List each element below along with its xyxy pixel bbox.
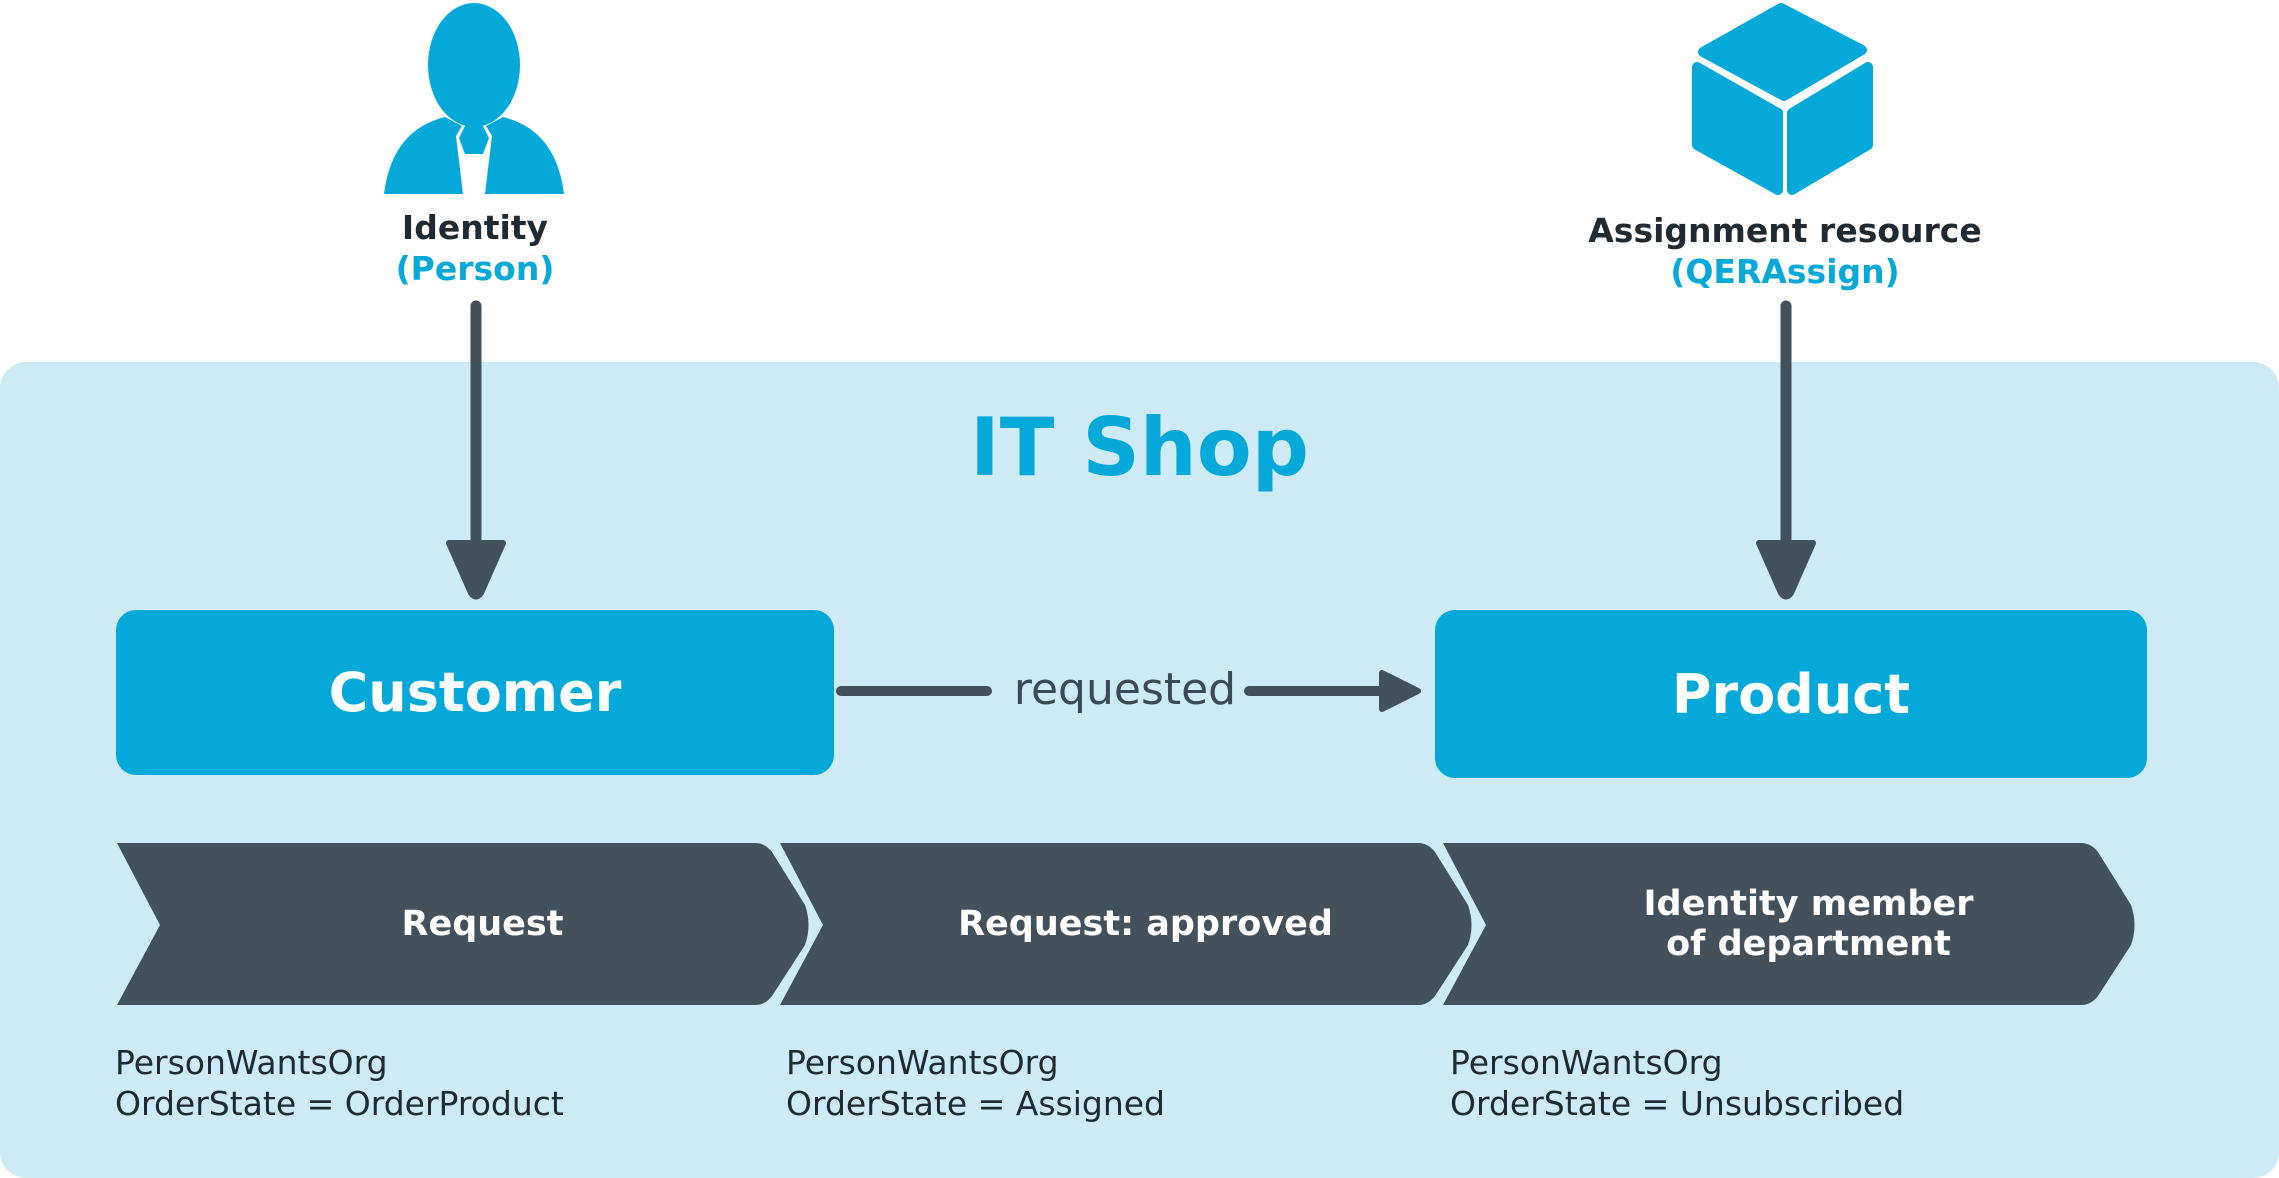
identity-to-customer-arrow — [446, 300, 506, 600]
step-member-details: PersonWantsOrg OrderState = Unsubscribed — [1450, 1042, 1904, 1124]
chevron-request — [117, 843, 809, 1005]
step-approved-details: PersonWantsOrg OrderState = Assigned — [786, 1042, 1165, 1124]
it-shop-title: IT Shop — [970, 401, 1309, 494]
step-request-label: Request — [160, 843, 805, 1005]
resource-label: Assignment resource — [1588, 211, 1982, 250]
table-name: PersonWantsOrg — [786, 1043, 1059, 1082]
table-name: PersonWantsOrg — [115, 1043, 388, 1082]
person-icon — [384, 3, 564, 194]
chevron-request-approved — [780, 843, 1472, 1005]
product-box: Product — [1435, 610, 2147, 778]
step-label: Request — [401, 903, 564, 944]
resource-sublabel: (QERAssign) — [1670, 252, 1900, 291]
step-member-label: Identity member of department — [1486, 843, 2131, 1005]
order-state: OrderState = OrderProduct — [115, 1084, 564, 1123]
step-approved-label: Request: approved — [823, 843, 1468, 1005]
table-name: PersonWantsOrg — [1450, 1043, 1723, 1082]
identity-label: Identity — [401, 208, 549, 247]
step-label: Request: approved — [958, 903, 1333, 944]
order-state: OrderState = Assigned — [786, 1084, 1166, 1123]
product-label: Product — [1671, 662, 1911, 726]
cube-icon — [1692, 3, 1873, 195]
step-label-line2: of department — [1666, 924, 1951, 964]
step-label-line1: Identity member — [1643, 883, 1974, 924]
step-request-details: PersonWantsOrg OrderState = OrderProduct — [115, 1042, 564, 1124]
identity-sublabel: (Person) — [395, 249, 555, 288]
requested-label: requested — [1013, 664, 1237, 715]
requested-arrow — [836, 670, 1421, 712]
customer-box: Customer — [116, 610, 834, 775]
chevron-identity-member — [1443, 843, 2135, 1005]
customer-label: Customer — [328, 661, 622, 724]
resource-to-product-arrow — [1756, 300, 1816, 600]
order-state: OrderState = Unsubscribed — [1450, 1084, 1905, 1123]
